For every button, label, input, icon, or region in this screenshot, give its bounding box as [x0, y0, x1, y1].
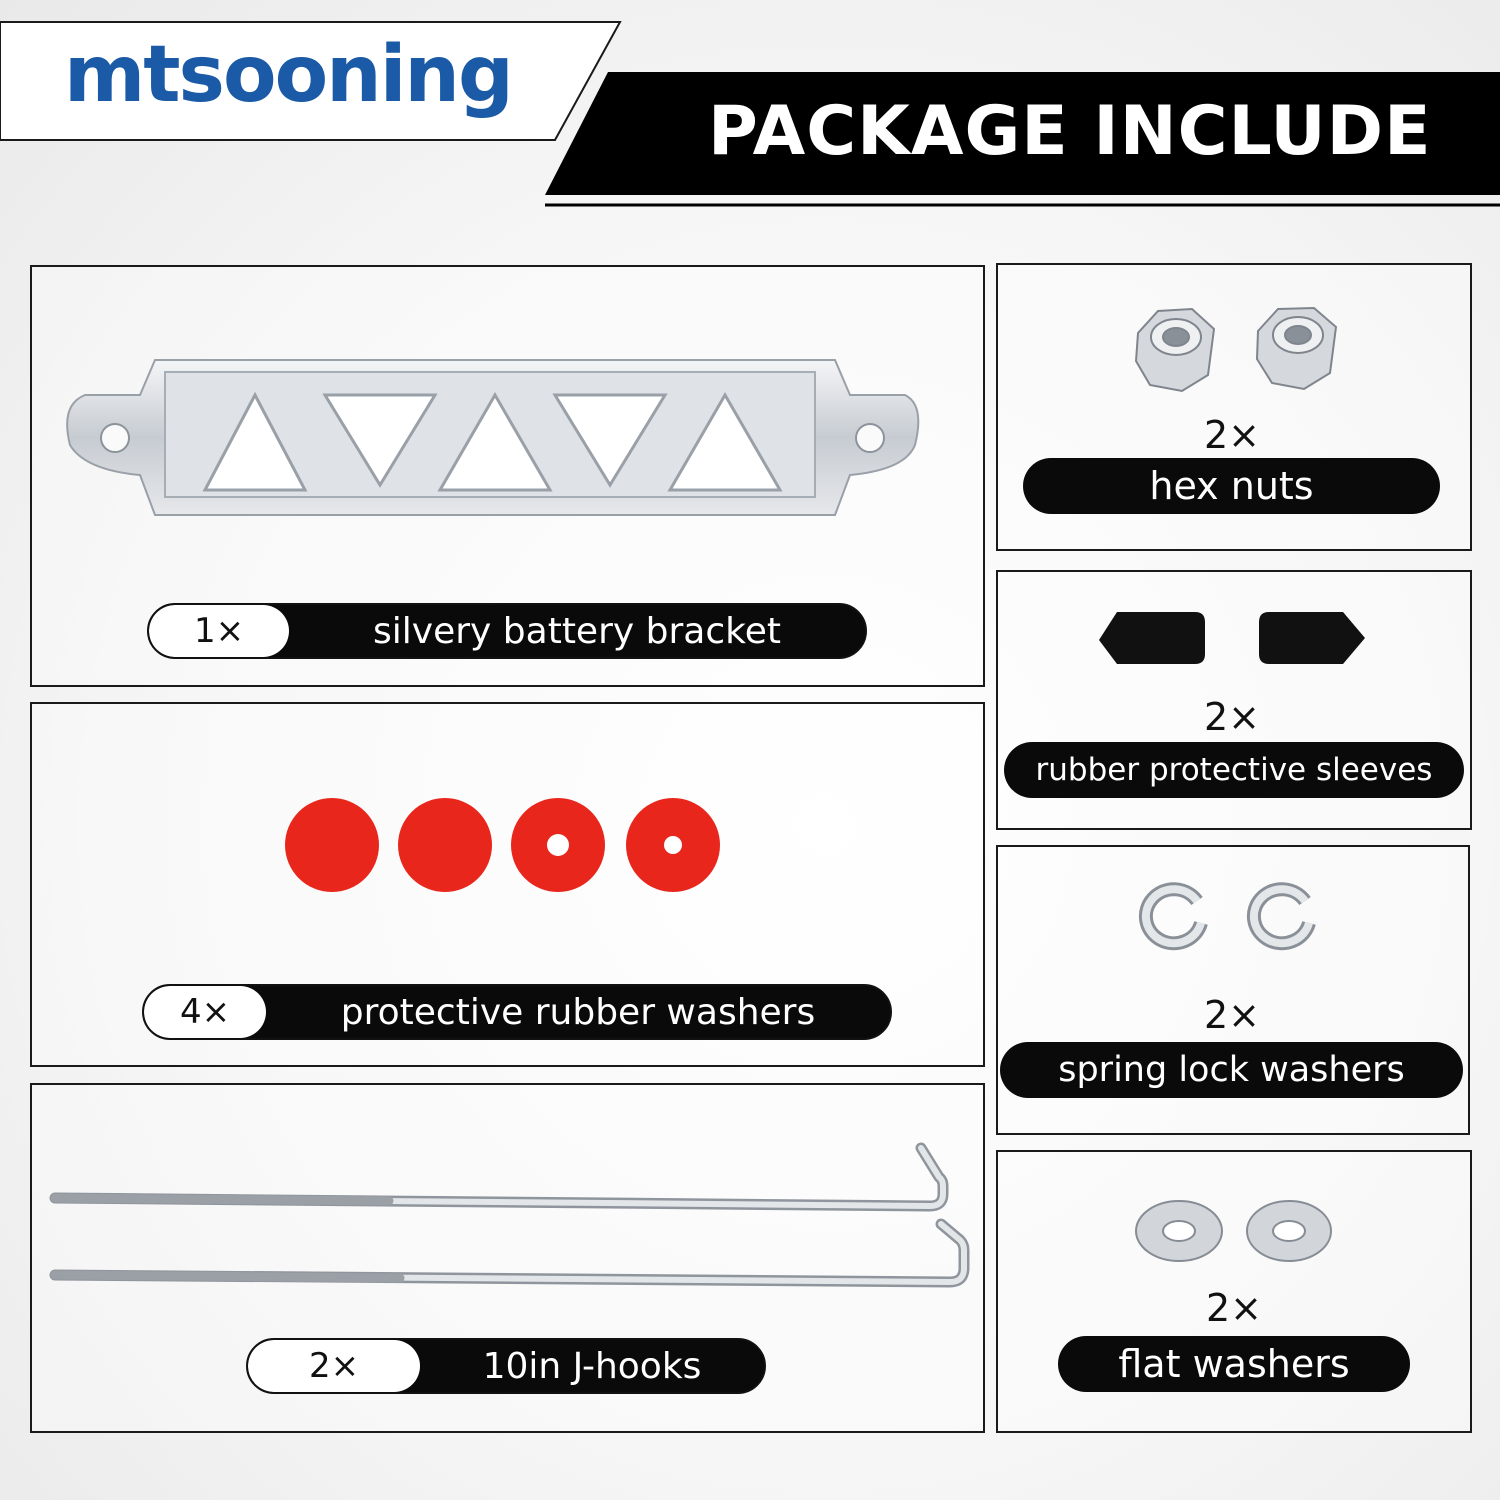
header-band: mtsooning PACKAGE INCLUDE — [0, 0, 1500, 220]
rubber-sleeves-icon — [1099, 612, 1365, 664]
item-qty: 2× — [1203, 413, 1261, 457]
j-hooks-icon — [49, 1142, 970, 1288]
item-qty: 2× — [1203, 993, 1261, 1037]
item-qty: 2× — [248, 1340, 420, 1392]
spring-lock-washers-icon — [1138, 882, 1316, 951]
flat-washers-icon — [1135, 1200, 1332, 1262]
battery-bracket-icon — [66, 359, 920, 516]
item-name-pill: rubber protective sleeves — [1004, 742, 1464, 798]
item-qty: 2× — [1205, 1286, 1263, 1330]
item-name: silvery battery bracket — [373, 610, 781, 652]
item-name: 10in J-hooks — [482, 1345, 702, 1387]
item-pill-bracket: 1× silvery battery bracket — [147, 603, 867, 659]
item-name: protective rubber washers — [340, 991, 816, 1033]
red-rubber-washers-icon — [285, 798, 720, 892]
hex-nuts-icon — [1134, 306, 1338, 393]
brand-logo: mtsooning — [64, 30, 514, 120]
item-qty: 2× — [1203, 695, 1261, 739]
item-name-pill: spring lock washers — [1000, 1042, 1463, 1098]
item-qty: 1× — [149, 605, 289, 657]
item-name-pill: hex nuts — [1023, 458, 1440, 514]
item-qty: 4× — [144, 986, 266, 1038]
item-pill-red-washers: 4× protective rubber washers — [142, 984, 892, 1040]
header-shapes — [0, 21, 1500, 207]
page-title: PACKAGE INCLUDE — [708, 92, 1432, 171]
item-pill-j-hooks: 2× 10in J-hooks — [246, 1338, 766, 1394]
item-name-pill: flat washers — [1058, 1336, 1410, 1392]
